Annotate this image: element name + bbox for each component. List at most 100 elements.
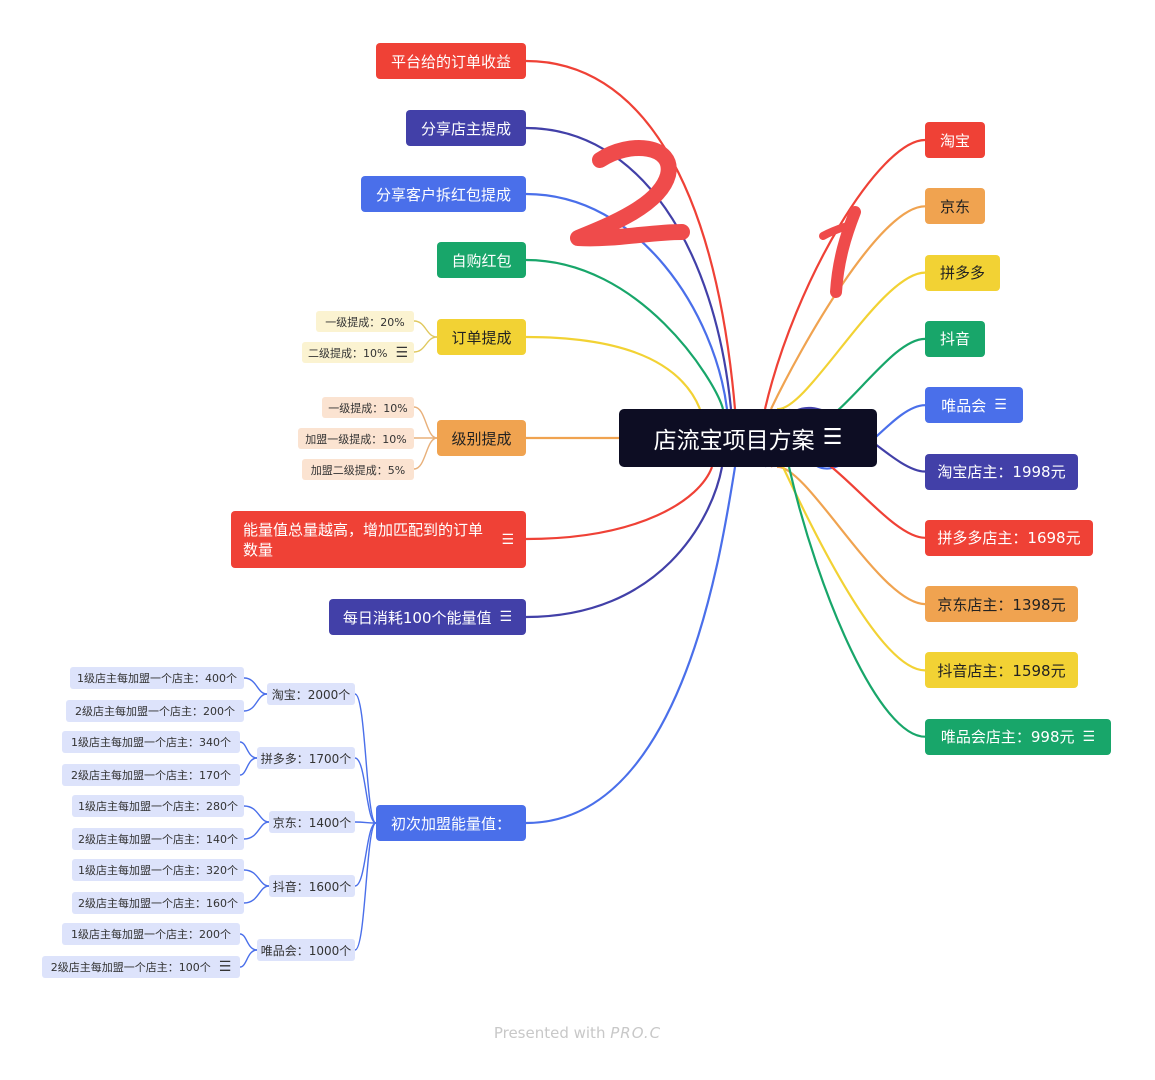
branch-right-5-label: 淘宝店主：1998元 bbox=[937, 463, 1066, 481]
initial-energy-group[interactable]: 唯品会：1000个 bbox=[257, 939, 355, 961]
initial-energy-item: 1级店主每加盟一个店主：200个 bbox=[62, 923, 240, 945]
memo-lines-icon: ☰ bbox=[218, 959, 232, 975]
initial-energy-item-label: 2级店主每加盟一个店主：170个 bbox=[71, 769, 231, 782]
initial-energy-item: 1级店主每加盟一个店主：400个 bbox=[70, 667, 244, 689]
initial-energy-group[interactable]: 京东：1400个 bbox=[269, 811, 355, 833]
subedge-initial-energy-item bbox=[243, 869, 270, 887]
branch-platform-order-revenue-label: 平台给的订单收益 bbox=[390, 52, 511, 71]
branch-initial-energy[interactable]: 初次加盟能量值： bbox=[376, 805, 526, 841]
branch-right-4[interactable]: 唯品会 ☰ bbox=[925, 387, 1023, 424]
memo-lines-icon: ☰ bbox=[395, 344, 408, 361]
root-title: 店流宝项目方案 bbox=[653, 428, 815, 454]
edge-right-9 bbox=[787, 466, 926, 738]
edge-energy-daily bbox=[525, 466, 724, 619]
initial-energy-item: 2级店主每加盟一个店主：140个 bbox=[72, 828, 244, 850]
handwritten-annotation-2 bbox=[570, 140, 690, 247]
branch-right-1[interactable]: 京东 bbox=[925, 188, 985, 225]
edge-left-2 bbox=[525, 192, 729, 410]
branch-share-shop-commission-label: 分享店主提成 bbox=[420, 119, 511, 138]
subedge-initial-energy-item bbox=[243, 805, 270, 823]
sub-branch-lines bbox=[239, 320, 438, 968]
subedge-initial-energy-item bbox=[243, 885, 270, 904]
initial-energy-item: 1级店主每加盟一个店主：280个 bbox=[72, 795, 244, 817]
subedge-initial-energy-item bbox=[239, 933, 258, 951]
branch-right-6[interactable]: 拼多多店主：1698元 bbox=[925, 519, 1093, 556]
branch-level-commission[interactable]: 级别提成 bbox=[437, 420, 526, 456]
level-commission-item-label: 加盟二级提成：5% bbox=[310, 463, 406, 477]
subedge-initial-energy-group bbox=[354, 822, 377, 951]
order-commission-item: 二级提成：10% ☰ bbox=[302, 342, 414, 363]
branch-platform-order-revenue[interactable]: 平台给的订单收益 bbox=[376, 43, 526, 79]
initial-energy-item-label: 1级店主每加盟一个店主：400个 bbox=[77, 672, 237, 685]
branch-self-purchase-redpacket[interactable]: 自购红包 bbox=[437, 242, 526, 278]
edge-right-0 bbox=[763, 138, 926, 410]
edge-initial-energy bbox=[525, 466, 737, 825]
edge-right-7 bbox=[776, 465, 926, 606]
initial-energy-group[interactable]: 抖音：1600个 bbox=[269, 875, 355, 897]
subedge-initial-energy-group bbox=[354, 757, 377, 824]
edge-left-3 bbox=[525, 258, 725, 410]
order-commission-item-label: 二级提成：10% bbox=[307, 346, 388, 360]
branch-right-3[interactable]: 抖音 bbox=[925, 320, 985, 357]
subedge-initial-energy-item bbox=[243, 821, 270, 840]
subedge-initial-energy-item bbox=[239, 741, 258, 759]
level-commission-item-label: 加盟一级提成：10% bbox=[305, 432, 407, 446]
edge-energy-total bbox=[525, 466, 714, 541]
initial-energy-group-label: 唯品会：1000个 bbox=[260, 943, 352, 958]
branch-share-customer-redpacket[interactable]: 分享客户拆红包提成 bbox=[361, 176, 526, 212]
initial-energy-item: 2级店主每加盟一个店主：170个 bbox=[62, 764, 240, 786]
branch-energy-daily[interactable]: 每日消耗100个能量值☰ bbox=[329, 599, 526, 635]
subedge-order-commission bbox=[413, 320, 438, 338]
branch-right-6-label: 拼多多店主：1698元 bbox=[937, 529, 1081, 548]
branch-right-0[interactable]: 淘宝 bbox=[925, 122, 985, 158]
initial-energy-item-label: 2级店主每加盟一个店主：100个 bbox=[50, 961, 211, 974]
subedge-initial-energy-item bbox=[239, 757, 258, 776]
branch-right-2-label: 拼多多 bbox=[939, 264, 985, 283]
subedge-initial-energy-item bbox=[243, 677, 268, 695]
footer-presented-with: Presented with bbox=[493, 1024, 606, 1042]
level-commission-item: 加盟二级提成：5% bbox=[302, 459, 414, 480]
branch-right-5[interactable]: 淘宝店主：1998元 bbox=[925, 453, 1078, 490]
edge-order-commission bbox=[525, 335, 702, 410]
initial-energy-group-label: 抖音：1600个 bbox=[272, 879, 352, 894]
memo-lines-icon: ☰ bbox=[994, 397, 1007, 414]
level-commission-item-label: 一级提成：10% bbox=[328, 401, 408, 415]
initial-energy-item-label: 1级店主每加盟一个店主：340个 bbox=[71, 736, 231, 749]
subedge-initial-energy-item bbox=[239, 949, 258, 968]
branch-share-shop-commission[interactable]: 分享店主提成 bbox=[406, 110, 526, 146]
root-node[interactable]: 店流宝项目方案 ☰ bbox=[619, 409, 877, 467]
edge-left-1 bbox=[525, 126, 733, 410]
edge-right-8 bbox=[782, 466, 926, 672]
memo-lines-icon: ☰ bbox=[822, 425, 843, 450]
branch-order-commission-label: 订单提成 bbox=[451, 328, 512, 347]
initial-energy-item-label: 2级店主每加盟一个店主：160个 bbox=[78, 897, 238, 910]
initial-energy-group[interactable]: 拼多多：1700个 bbox=[257, 747, 355, 769]
handwritten-annotation-1 bbox=[819, 206, 861, 298]
level-commission-item: 加盟一级提成：10% bbox=[298, 428, 414, 449]
branch-right-8[interactable]: 抖音店主：1598元 bbox=[925, 652, 1078, 689]
branch-initial-energy-label: 初次加盟能量值： bbox=[390, 814, 511, 833]
initial-energy-item-label: 1级店主每加盟一个店主：280个 bbox=[78, 800, 238, 813]
branch-right-0-label: 淘宝 bbox=[939, 131, 970, 150]
initial-energy-group[interactable]: 淘宝：2000个 bbox=[267, 683, 355, 705]
branch-energy-total[interactable]: 能量值总量越高，增加匹配到的订单数量☰ bbox=[231, 511, 526, 568]
initial-energy-group-label: 淘宝：2000个 bbox=[271, 687, 351, 702]
level-commission-item: 一级提成：10% bbox=[322, 397, 414, 418]
branch-right-4-label: 唯品会 bbox=[941, 396, 987, 415]
branch-right-7[interactable]: 京东店主：1398元 bbox=[925, 586, 1078, 623]
branch-order-commission[interactable]: 订单提成 bbox=[437, 319, 526, 355]
branch-right-9[interactable]: 唯品会店主：998元☰ bbox=[925, 718, 1111, 755]
initial-energy-item-label: 1级店主每加盟一个店主：320个 bbox=[78, 864, 238, 877]
initial-energy-group-label: 京东：1400个 bbox=[272, 815, 352, 830]
initial-energy-item: 2级店主每加盟一个店主：160个 bbox=[72, 892, 244, 914]
branch-right-8-label: 抖音店主：1598元 bbox=[937, 661, 1066, 680]
subedge-initial-energy-item bbox=[243, 693, 268, 712]
branch-self-purchase-redpacket-label: 自购红包 bbox=[451, 251, 512, 270]
initial-energy-item: 2级店主每加盟一个店主：100个 ☰ bbox=[42, 956, 240, 978]
edge-right-2 bbox=[776, 271, 926, 411]
memo-lines-icon: ☰ bbox=[499, 609, 513, 625]
branch-right-2[interactable]: 拼多多 bbox=[925, 254, 1000, 291]
subedge-order-commission bbox=[413, 336, 438, 353]
subedge-level-commission bbox=[413, 437, 438, 470]
